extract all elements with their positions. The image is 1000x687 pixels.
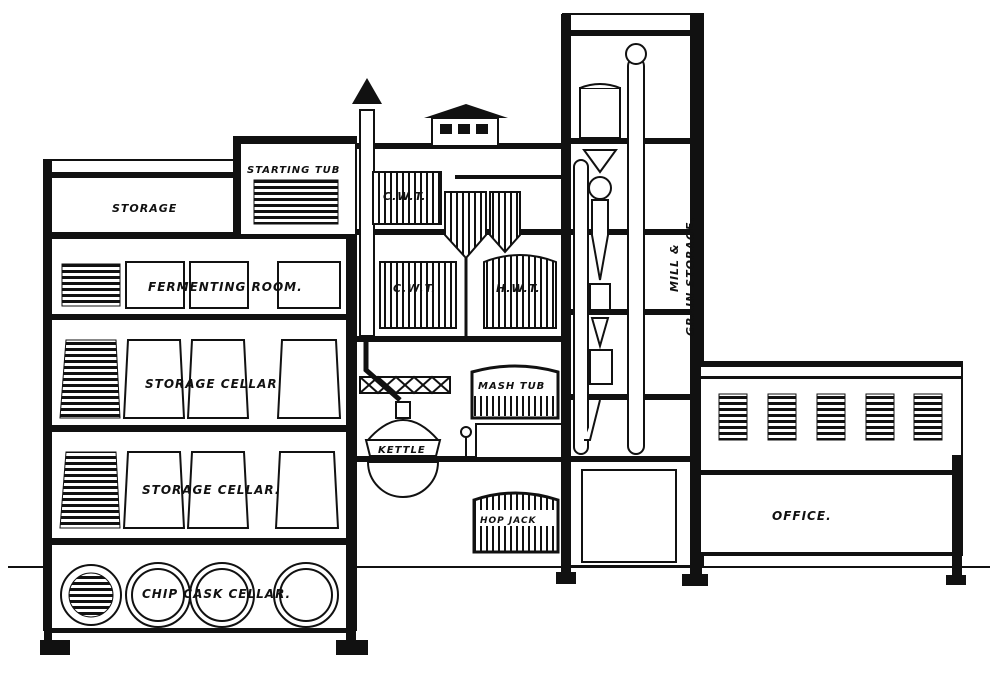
starting-tub: [253, 179, 339, 225]
hot-water-tank: [483, 254, 557, 329]
label-office: OFFICE.: [772, 509, 832, 523]
left-building: STARTING TUB STORAGE FERMENTING ROOM. ST…: [40, 136, 368, 655]
label-cwt-mid: C.W.T.: [393, 282, 436, 295]
label-chip-cask-cellar: CHIP CASK CELLAR.: [142, 587, 291, 601]
brewhouse: C.W.T. C.W.T. H.W.T. MASH TUB KETTLE HOP: [352, 78, 590, 568]
mill-tower: MILL & GRAIN STORAGE.: [556, 13, 708, 586]
hopper: [489, 191, 521, 254]
storage-cask: [59, 339, 121, 419]
window: [816, 393, 846, 441]
label-hop-jack: HOP JACK: [480, 516, 537, 526]
cold-water-tank: [379, 261, 457, 329]
cold-water-tank-top: [372, 171, 442, 225]
label-storage: STORAGE: [112, 202, 177, 215]
hopper: [444, 191, 487, 260]
fermenting-vat: [61, 263, 121, 307]
label-hwt: H.W.T.: [496, 282, 541, 295]
label-mash-tub: MASH TUB: [478, 381, 545, 392]
label-cwt-top: C.W.T.: [383, 190, 426, 203]
label-kettle: KETTLE: [378, 445, 426, 456]
label-grain-storage: GRAIN STORAGE.: [684, 216, 697, 336]
label-starting-tub: STARTING TUB: [247, 165, 340, 176]
office-building: OFFICE.: [699, 361, 966, 585]
window: [718, 393, 748, 441]
kettle: KETTLE: [364, 401, 442, 498]
label-fermenting-room: FERMENTING ROOM.: [148, 280, 303, 294]
label-storage-cellar-1: STORAGE CELLAR: [145, 377, 278, 391]
window: [865, 393, 895, 441]
label-storage-cellar-2: STORAGE CELLAR.: [142, 483, 280, 497]
window: [767, 393, 797, 441]
label-mill: MILL &: [668, 244, 681, 292]
window: [913, 393, 943, 441]
storage-cask: [59, 451, 121, 529]
